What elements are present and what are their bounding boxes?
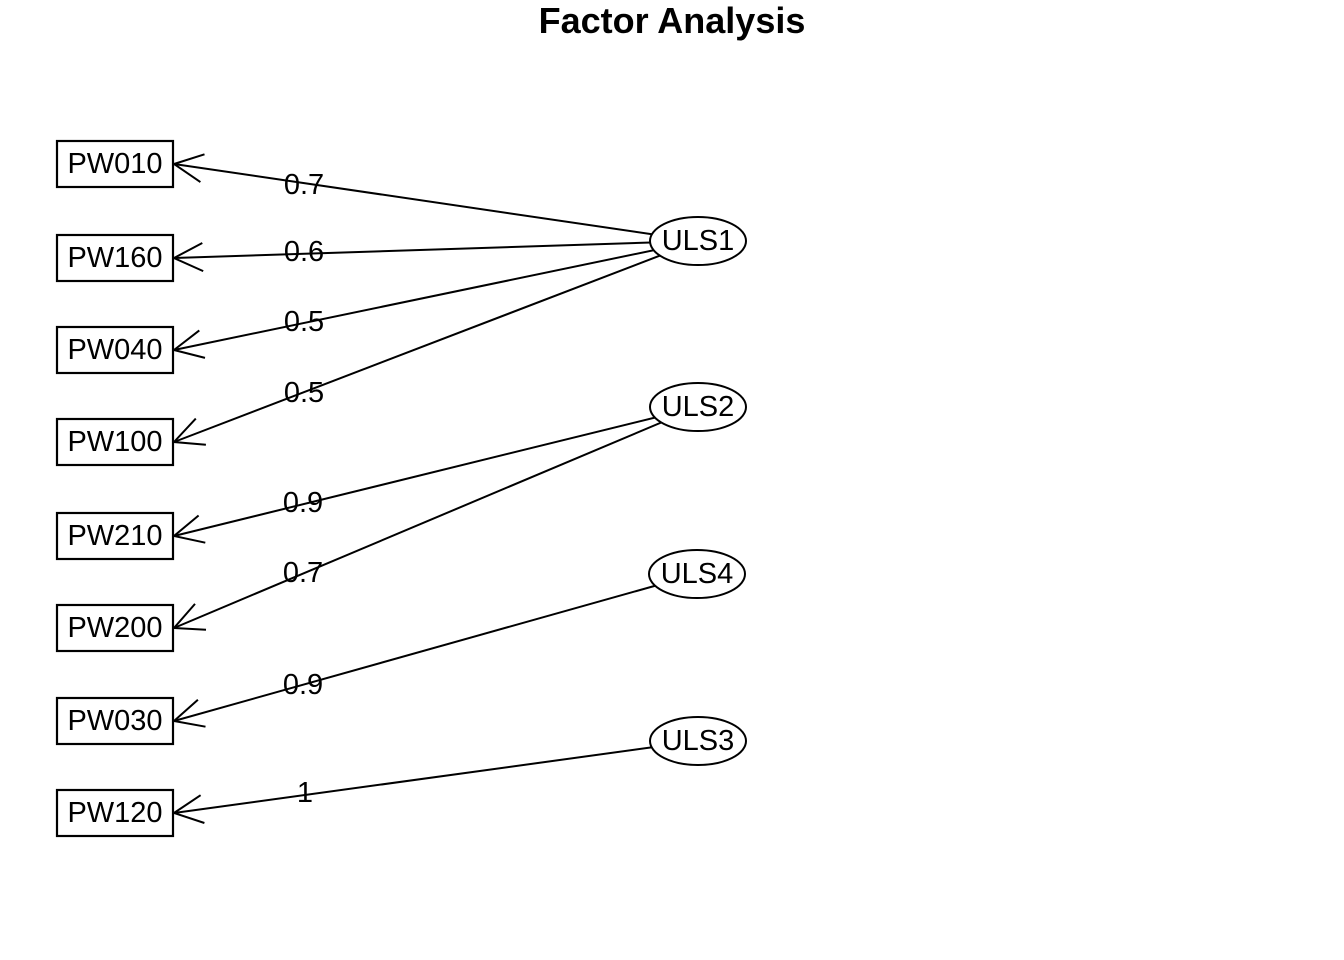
manifest-node-label-PW010: PW010 bbox=[67, 148, 162, 180]
latent-node-ULS1 bbox=[649, 216, 747, 266]
manifest-node-label-PW100: PW100 bbox=[67, 426, 162, 458]
edge-loading-label-ULS1-PW010: 0.7 bbox=[284, 169, 324, 201]
manifest-node-label-PW120: PW120 bbox=[67, 797, 162, 829]
edge-loading-label-ULS1-PW040: 0.5 bbox=[284, 306, 324, 338]
edge-loading-label-ULS1-PW160: 0.6 bbox=[284, 236, 324, 268]
plot-title: Factor Analysis bbox=[539, 0, 806, 41]
edge-ULS4-PW030 bbox=[173, 573, 698, 722]
edges-layer bbox=[171, 153, 699, 824]
manifest-node-label-PW200: PW200 bbox=[67, 612, 162, 644]
edge-ULS1-PW100 bbox=[173, 240, 699, 443]
manifest-node-PW160 bbox=[55, 233, 175, 283]
edge-ULS1-PW010 bbox=[173, 163, 699, 242]
edge-ULS2-PW210 bbox=[173, 406, 699, 537]
manifest-node-PW200 bbox=[55, 603, 175, 653]
latent-node-ULS4 bbox=[648, 549, 746, 599]
latent-node-label-ULS4: ULS4 bbox=[661, 558, 734, 590]
manifest-node-PW040 bbox=[55, 325, 175, 375]
manifest-node-PW010 bbox=[55, 139, 175, 189]
manifest-node-label-PW210: PW210 bbox=[67, 520, 162, 552]
edge-ULS2-PW200 bbox=[173, 406, 699, 629]
manifest-node-PW120 bbox=[55, 788, 175, 838]
latent-node-label-ULS1: ULS1 bbox=[662, 225, 735, 257]
nodes-layer: PW010PW160PW040PW100PW210PW200PW030PW120… bbox=[55, 139, 747, 838]
latent-node-ULS2 bbox=[649, 382, 747, 432]
edge-loading-label-ULS2-PW200: 0.7 bbox=[283, 557, 323, 589]
latent-node-ULS3 bbox=[649, 716, 747, 766]
manifest-node-PW210 bbox=[55, 511, 175, 561]
manifest-node-label-PW030: PW030 bbox=[67, 705, 162, 737]
edge-loading-label-ULS4-PW030: 0.9 bbox=[283, 669, 323, 701]
manifest-node-label-PW160: PW160 bbox=[67, 242, 162, 274]
manifest-node-label-PW040: PW040 bbox=[67, 334, 162, 366]
manifest-node-PW100 bbox=[55, 417, 175, 467]
latent-node-label-ULS2: ULS2 bbox=[662, 391, 735, 423]
edge-ULS3-PW120 bbox=[173, 740, 699, 814]
edge-labels-layer: 0.7 0.6 0.5 0.5 0.9 0.7 0.9 1 bbox=[283, 169, 324, 809]
latent-node-label-ULS3: ULS3 bbox=[662, 725, 735, 757]
edge-ULS1-PW160 bbox=[173, 240, 699, 259]
manifest-node-PW030 bbox=[55, 696, 175, 746]
edge-loading-label-ULS1-PW100: 0.5 bbox=[284, 377, 324, 409]
edge-loading-label-ULS2-PW210: 0.9 bbox=[283, 487, 323, 519]
edge-ULS1-PW040 bbox=[173, 240, 699, 351]
edge-loading-label-ULS3-PW120: 1 bbox=[297, 777, 313, 809]
